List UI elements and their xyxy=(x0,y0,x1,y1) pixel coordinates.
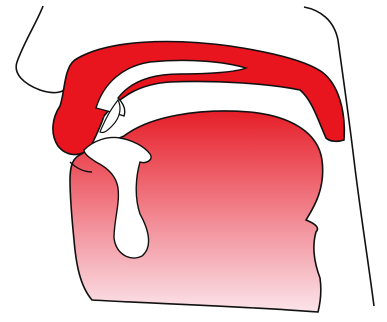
face-profile-outline xyxy=(16,6,64,93)
